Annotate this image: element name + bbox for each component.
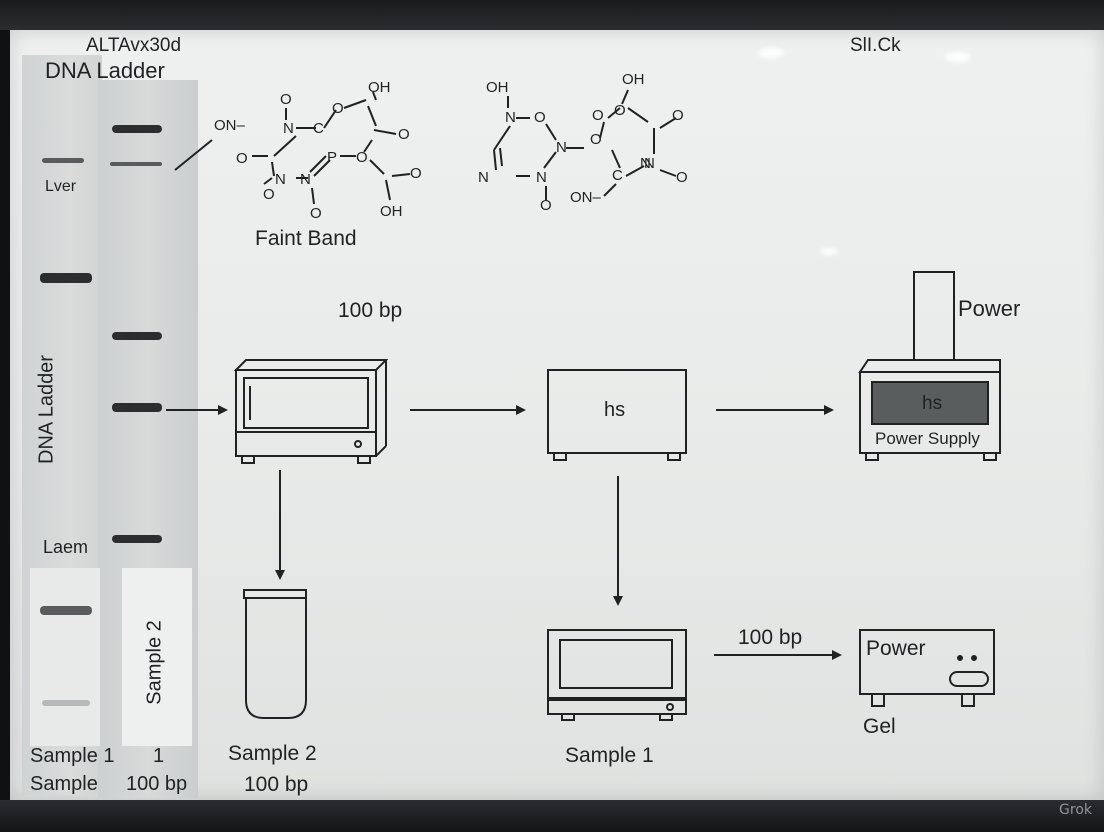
atom-label: OH [368, 80, 391, 95]
atom-label: OH [380, 204, 403, 219]
atom-label: C [612, 168, 623, 183]
atom-label: ON– [214, 118, 245, 133]
atom-label: C [313, 121, 324, 136]
power-label: Power [958, 298, 1020, 320]
incubator-device [236, 360, 386, 463]
molecule-1 [175, 92, 410, 204]
atom-label: O [356, 150, 368, 165]
light-glare [820, 248, 838, 255]
molecule-caption: Faint Band [255, 228, 357, 249]
atom-label: O [534, 110, 546, 125]
gel-box-device [548, 630, 686, 720]
atom-label: O [310, 206, 322, 221]
atom-label: O [540, 198, 552, 213]
atom-label: O [676, 170, 688, 185]
tube-label: Sample 2 [228, 743, 317, 764]
power-supply-screen-text: hs [922, 394, 942, 413]
atom-label: O [672, 108, 684, 123]
watermark: Grok [1059, 802, 1092, 818]
atom-label: N [275, 172, 286, 187]
atom-label: N [283, 121, 294, 136]
atom-label: N [556, 140, 567, 155]
atom-label: N [505, 110, 516, 125]
atom-label: P [327, 150, 337, 165]
atom-label: N [644, 156, 655, 171]
atom-label: O [410, 166, 422, 181]
atom-label: O [263, 187, 275, 202]
light-glare [945, 52, 971, 62]
atom-label: OH [622, 72, 645, 87]
atom-label: N [300, 172, 311, 187]
power-box-label: Power [866, 638, 926, 659]
workflow-arrows [166, 410, 840, 655]
atom-label: O [614, 103, 626, 118]
sample-tube [244, 590, 306, 718]
atom-label: O [236, 151, 248, 166]
atom-label: N [536, 170, 547, 185]
light-glare [758, 48, 784, 58]
atom-label: N [478, 170, 489, 185]
tube-sublabel: 100 bp [244, 774, 308, 795]
molecule-2 [494, 90, 676, 200]
arrow-bp-label: 100 bp [738, 627, 802, 648]
atom-label: O [332, 101, 344, 116]
atom-label: O [590, 132, 602, 147]
atom-label: ON– [570, 190, 601, 205]
gel-device-label: Sample 1 [565, 745, 654, 766]
bp-label-top: 100 bp [338, 300, 402, 321]
power-supply-label: Power Supply [875, 430, 980, 447]
gel-label: Gel [863, 716, 896, 737]
instrument-text: hs [604, 400, 625, 420]
atom-label: O [280, 92, 292, 107]
atom-label: O [592, 108, 604, 123]
atom-label: OH [486, 80, 509, 95]
atom-label: O [398, 127, 410, 142]
